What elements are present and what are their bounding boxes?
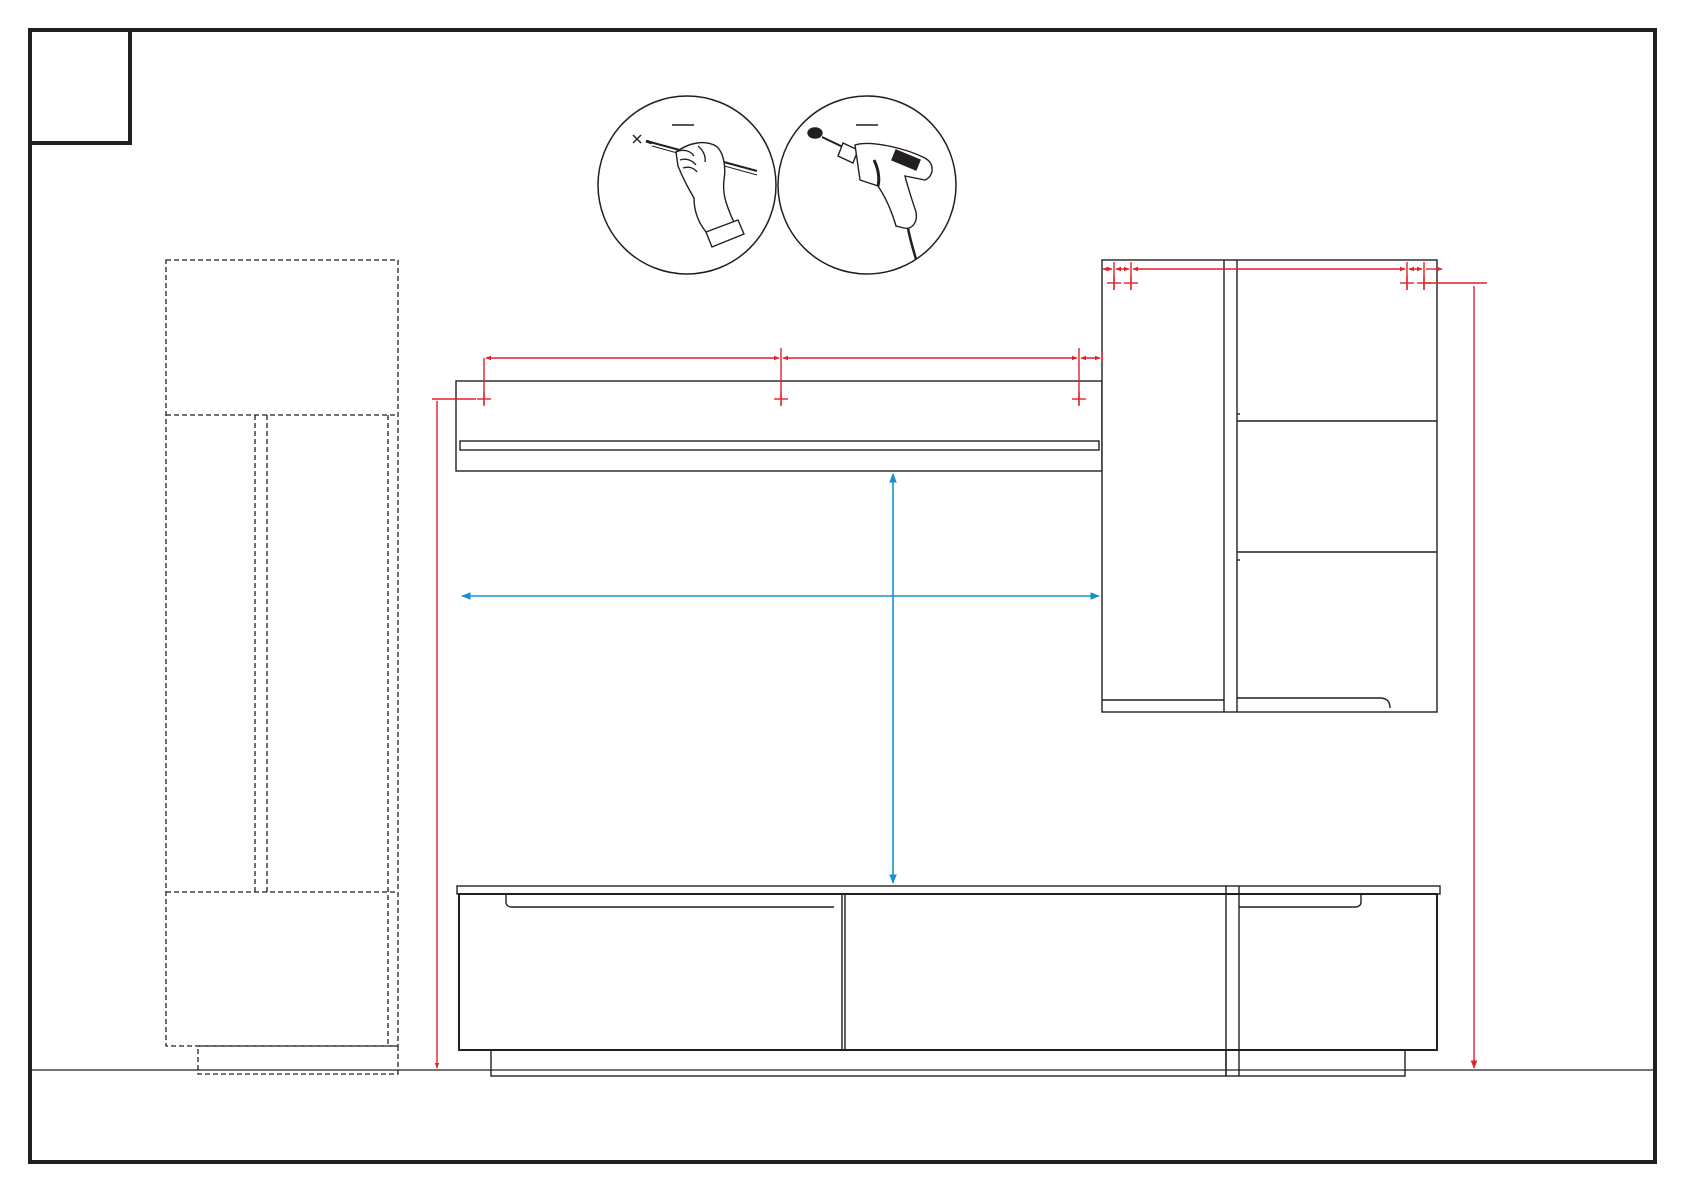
step-number-box (30, 30, 130, 143)
wall-cabinet (1102, 260, 1437, 712)
tv-sideboard (457, 886, 1440, 1076)
wall-shelf (456, 381, 1102, 471)
pencil-marking-icon (598, 96, 776, 274)
electric-drill-icon (778, 96, 956, 274)
tall-cabinet-outline (166, 260, 398, 1074)
